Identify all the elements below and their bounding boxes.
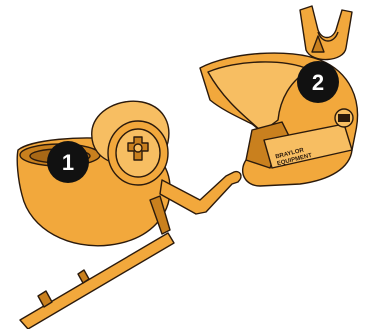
drive-shaft — [20, 233, 174, 329]
bracket-arm — [160, 172, 241, 214]
spool-center — [134, 144, 142, 152]
callout-2-label: 2 — [312, 70, 324, 95]
callout-1: 1 — [47, 141, 89, 183]
brand-badge-icon — [335, 109, 353, 127]
callout-2: 2 — [297, 61, 339, 103]
part-1-trimmer-housing — [17, 101, 241, 329]
callout-1-label: 1 — [62, 150, 74, 175]
mount-fork — [300, 6, 352, 60]
